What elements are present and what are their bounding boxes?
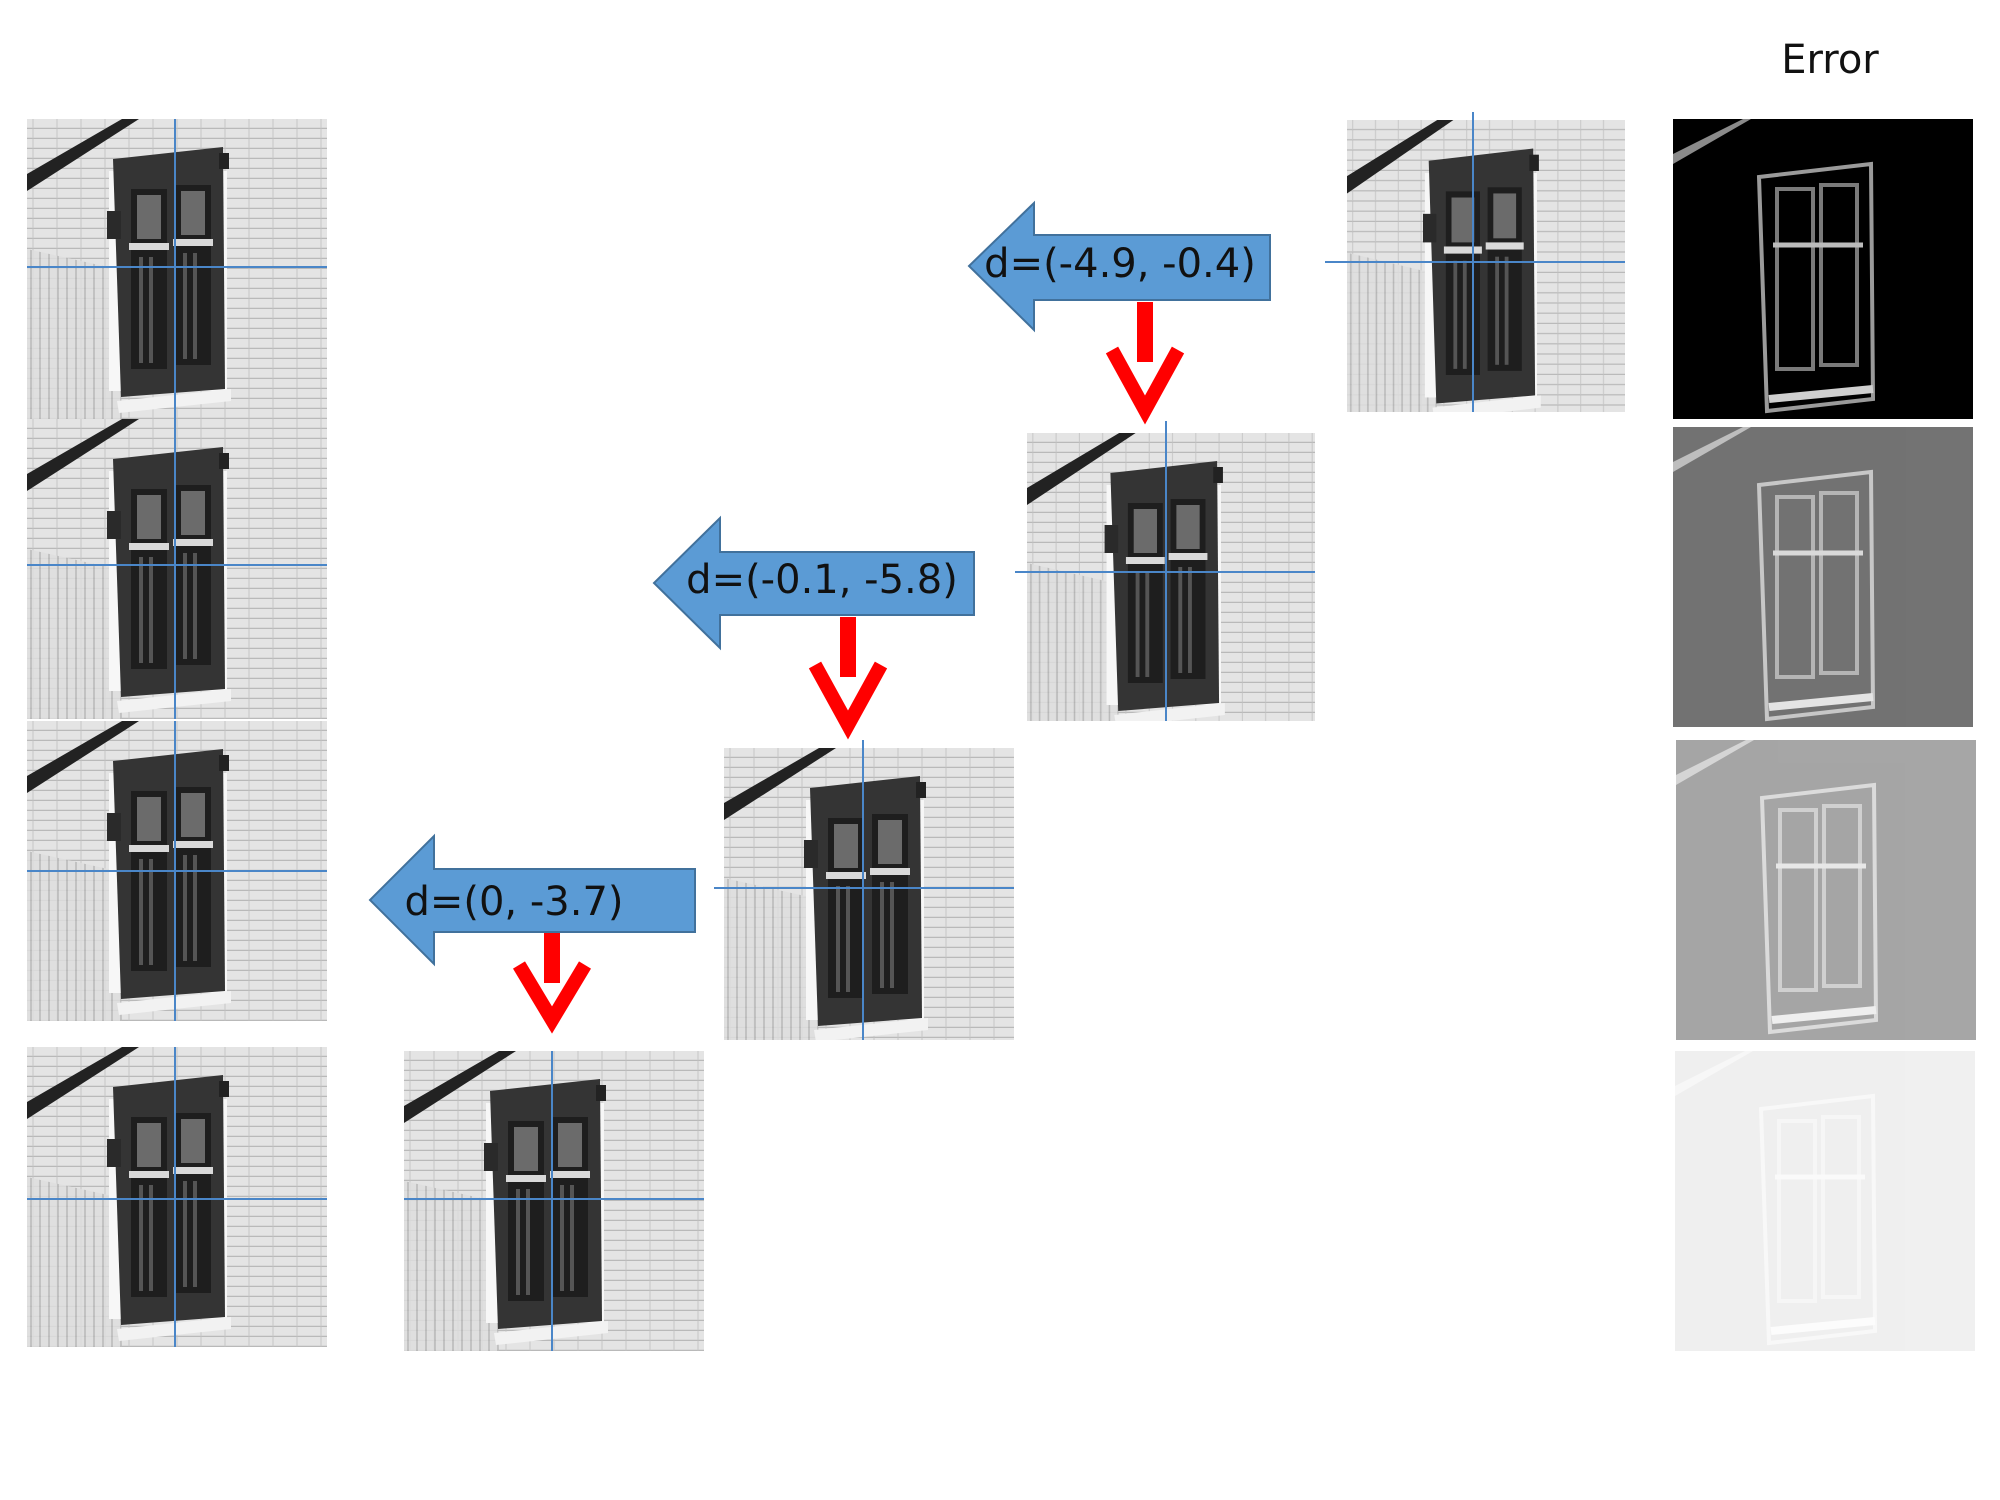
reference-patch-4	[27, 1047, 327, 1347]
error-map-2	[1673, 427, 1973, 727]
reference-patch-1	[27, 119, 327, 419]
displacement-arrow-2	[652, 515, 975, 651]
warped-patch-1	[1325, 112, 1625, 412]
down-arrow-1	[1105, 302, 1185, 425]
warped-patch-4	[404, 1051, 704, 1351]
displacement-label-3: d=(0, -3.7)	[404, 879, 623, 925]
warped-patch-2	[1015, 421, 1315, 721]
error-map-3	[1676, 740, 1976, 1040]
displacement-label-1: d=(-4.9, -0.4)	[984, 241, 1256, 287]
error-map-4	[1675, 1051, 1975, 1351]
reference-patch-2	[27, 419, 327, 719]
displacement-arrow-3	[368, 833, 696, 967]
error-map-1	[1673, 119, 1973, 419]
error-column-title: Error	[1781, 37, 1879, 83]
warped-patch-3	[714, 740, 1014, 1040]
displacement-arrow-1	[967, 200, 1271, 333]
reference-patch-3	[27, 721, 327, 1021]
down-arrow-3	[512, 933, 592, 1034]
displacement-label-2: d=(-0.1, -5.8)	[686, 557, 958, 603]
down-arrow-2	[808, 617, 888, 740]
